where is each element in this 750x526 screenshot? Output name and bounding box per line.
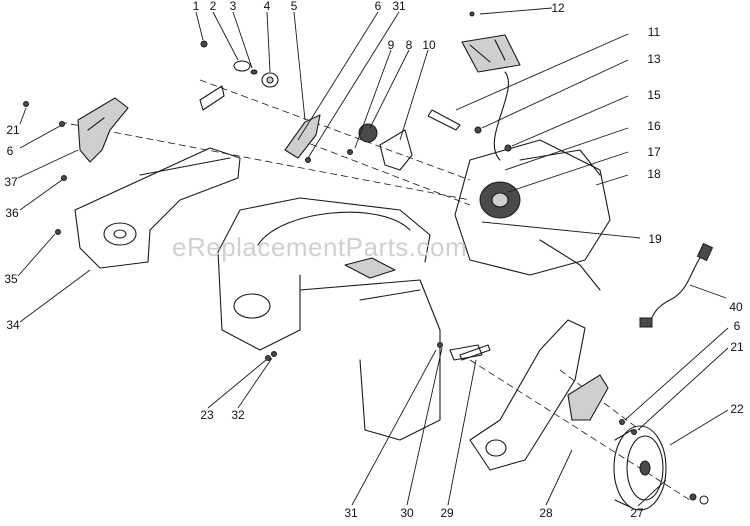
power-cord [639,242,714,328]
callout-22: 22 [730,402,744,416]
callout-40: 40 [729,300,743,314]
side-plate-bracket [77,97,129,163]
plate [449,344,483,361]
callout-34: 34 [6,318,20,332]
callout-32: 32 [231,408,245,422]
callout-21-left: 21 [6,123,20,137]
callout-19: 19 [648,232,662,246]
callout-6-top: 6 [374,0,382,13]
callout-6-left: 6 [6,144,14,158]
callout-10: 10 [422,38,436,52]
gear-and-bracket [358,123,413,171]
callout-23: 23 [200,408,214,422]
hardware-stack [199,40,321,159]
watermark-text: eReplacementParts.com [172,232,468,262]
wheel [613,425,709,511]
callout-3: 3 [229,0,237,13]
callout-2: 2 [209,0,217,13]
callout-31-bottom: 31 [344,506,358,520]
control-box [461,34,521,161]
callout-28: 28 [539,506,553,520]
callout-12: 12 [551,1,565,15]
callout-6-right: 6 [733,319,741,333]
callout-21-right: 21 [730,340,744,354]
callout-31-top: 31 [392,0,406,13]
callout-11: 11 [647,25,661,39]
callout-4: 4 [263,0,271,13]
callout-9: 9 [387,38,395,52]
callout-35: 35 [4,272,18,286]
callout-37: 37 [4,175,18,189]
callout-30: 30 [400,506,414,520]
callout-15: 15 [647,88,661,102]
wheel-side-plate [469,319,609,471]
callout-5: 5 [290,0,298,13]
callout-8: 8 [405,38,413,52]
callout-36: 36 [5,206,19,220]
gearbox-assembly [454,139,611,291]
auger-housing [217,197,441,441]
callout-16: 16 [647,119,661,133]
callout-1: 1 [192,0,200,13]
callout-17: 17 [647,145,661,159]
auger-side-panel [74,147,241,269]
callout-29: 29 [440,506,454,520]
shaft [427,109,461,131]
callout-18: 18 [647,167,661,181]
callout-27: 27 [630,506,644,520]
leader-lines [17,7,729,507]
screws [23,11,637,435]
callout-13: 13 [647,52,661,66]
